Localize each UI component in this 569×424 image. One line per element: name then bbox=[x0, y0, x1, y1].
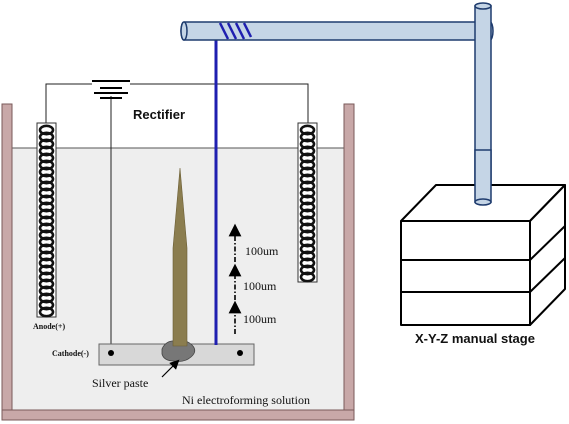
coil-loop bbox=[299, 145, 316, 157]
cathode-contact-dot bbox=[108, 350, 114, 356]
step-label-mid: 100um bbox=[243, 279, 277, 293]
coil-loop bbox=[299, 131, 316, 143]
coil-loop bbox=[38, 201, 55, 213]
coil-loop bbox=[38, 124, 55, 136]
solution-label: Ni electroforming solution bbox=[182, 393, 310, 407]
step-label-bottom: 100um bbox=[243, 312, 277, 326]
coil-loop bbox=[38, 152, 55, 164]
coil-loop bbox=[38, 180, 55, 192]
coil-loop bbox=[299, 124, 316, 136]
tank-floor bbox=[1, 409, 355, 421]
tank-wall-left bbox=[1, 103, 13, 421]
coil-loop bbox=[299, 243, 316, 255]
coil-loop bbox=[299, 138, 316, 150]
tank-wall-right bbox=[343, 103, 355, 421]
coil-loop bbox=[299, 271, 316, 283]
stage-label: X-Y-Z manual stage bbox=[415, 331, 535, 346]
coil-loop bbox=[299, 187, 316, 199]
silver-paste-pointer bbox=[161, 359, 180, 378]
coil-loop bbox=[299, 194, 316, 206]
coil-loop bbox=[38, 250, 55, 262]
coil-loop bbox=[38, 285, 55, 297]
coil-loop bbox=[38, 243, 55, 255]
coil-loop bbox=[299, 173, 316, 185]
coil-loop bbox=[38, 299, 55, 311]
circuit-wires bbox=[45, 83, 309, 353]
coil-loop bbox=[38, 236, 55, 248]
vertical-pipe-base bbox=[474, 198, 492, 206]
coil-loop bbox=[38, 257, 55, 269]
coil-loop bbox=[299, 180, 316, 192]
coil-loop bbox=[299, 166, 316, 178]
battery-symbol-icon bbox=[92, 80, 130, 99]
anode-coil-right bbox=[297, 122, 318, 283]
coil-spiral-icon bbox=[38, 124, 55, 318]
silver-paste-label: Silver paste bbox=[92, 376, 148, 390]
wire-wrap bbox=[218, 22, 253, 40]
coil-loop bbox=[299, 264, 316, 276]
coil-loop bbox=[38, 166, 55, 178]
coil-loop bbox=[299, 229, 316, 241]
pipe-end-cap bbox=[180, 21, 188, 41]
coil-loop bbox=[38, 187, 55, 199]
coil-spiral-icon bbox=[299, 124, 316, 283]
coil-loop bbox=[299, 208, 316, 220]
coil-loop bbox=[38, 278, 55, 290]
rectifier-label: Rectifier bbox=[133, 107, 185, 122]
coil-loop bbox=[38, 159, 55, 171]
coil-loop bbox=[299, 222, 316, 234]
coil-loop bbox=[38, 215, 55, 227]
pipe-joint-mask bbox=[476, 23, 490, 39]
coil-loop bbox=[38, 292, 55, 304]
coil-loop bbox=[299, 152, 316, 164]
coil-loop bbox=[38, 264, 55, 276]
cathode-contact-dot-right bbox=[237, 350, 243, 356]
coil-loop bbox=[299, 250, 316, 262]
vertical-pipe-cap bbox=[474, 2, 492, 10]
coil-loop bbox=[38, 306, 55, 318]
coil-loop bbox=[38, 271, 55, 283]
coil-loop bbox=[299, 159, 316, 171]
coil-loop bbox=[38, 138, 55, 150]
step-label-top: 100um bbox=[245, 244, 279, 258]
cathode-label: Cathode(-) bbox=[52, 349, 89, 358]
coil-loop bbox=[38, 208, 55, 220]
coil-loop bbox=[38, 131, 55, 143]
coil-loop bbox=[299, 236, 316, 248]
coil-loop bbox=[299, 257, 316, 269]
coil-loop bbox=[299, 201, 316, 213]
coil-loop bbox=[38, 194, 55, 206]
xyz-stage bbox=[400, 184, 566, 326]
coil-loop bbox=[38, 222, 55, 234]
coil-loop bbox=[299, 215, 316, 227]
anode-coil-left bbox=[36, 122, 57, 318]
vertical-pipe-front bbox=[474, 149, 492, 203]
coil-loop bbox=[38, 229, 55, 241]
coil-loop bbox=[38, 145, 55, 157]
anode-label: Anode(+) bbox=[33, 322, 65, 331]
coil-loop bbox=[38, 173, 55, 185]
stage-front-face bbox=[400, 220, 531, 326]
electroformed-tip bbox=[172, 167, 188, 347]
